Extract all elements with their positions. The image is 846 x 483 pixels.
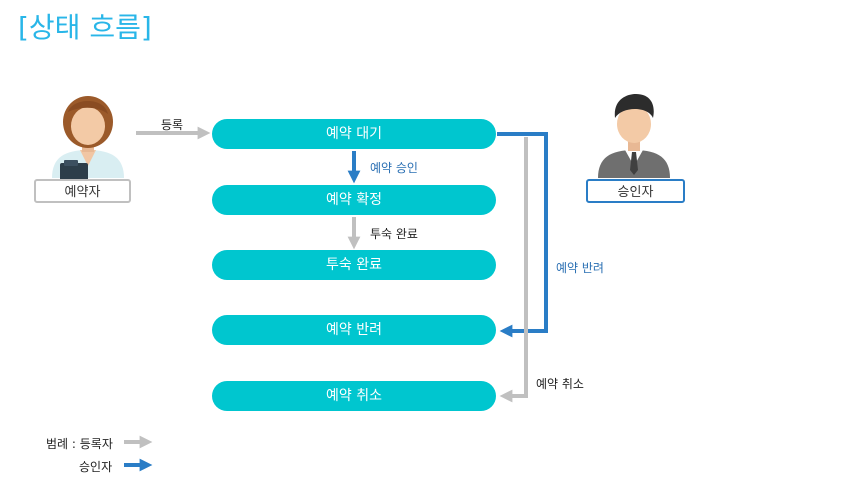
legend-approver-label: 승인자 — [79, 460, 113, 474]
checkout-label: 투숙 완료 — [370, 227, 418, 241]
status-stay-complete: 투숙 완료 — [212, 250, 496, 280]
reject-arrow — [497, 132, 548, 338]
reserver-figure-icon — [52, 96, 124, 181]
register-label: 등록 — [161, 118, 184, 132]
cancel-label: 예약 취소 — [536, 377, 584, 391]
approver-figure-icon — [598, 94, 670, 178]
status-confirmed: 예약 확정 — [212, 185, 496, 215]
status-cancelled: 예약 취소 — [212, 381, 496, 411]
approve-label: 예약 승인 — [370, 161, 418, 175]
status-rejected: 예약 반려 — [212, 315, 496, 345]
approver-label: 승인자 — [586, 179, 685, 203]
cancel-arrow — [499, 137, 528, 403]
legend-registrant-label: 범례 : 등록자 — [46, 437, 113, 451]
status-pending: 예약 대기 — [212, 119, 496, 149]
reject-label: 예약 반려 — [556, 261, 604, 275]
page-title: [상태 흐름] — [18, 11, 152, 44]
reserver-label: 예약자 — [34, 179, 131, 203]
